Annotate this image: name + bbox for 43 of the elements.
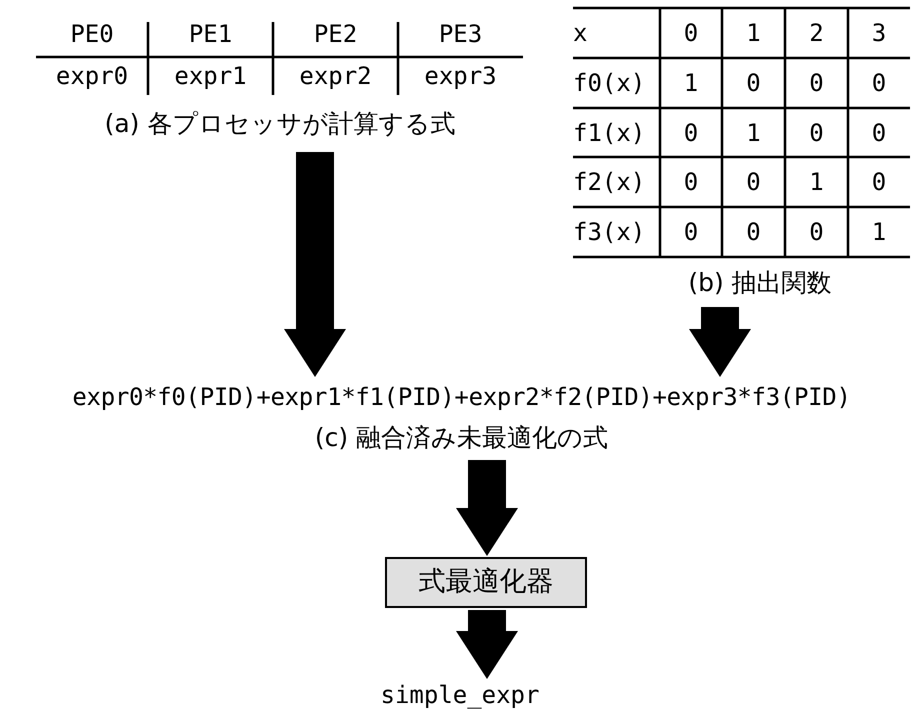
table-value: expr1 bbox=[173, 62, 248, 90]
table-value: 0 bbox=[808, 218, 825, 246]
table-value: 0 bbox=[745, 218, 762, 246]
table-value: 1 bbox=[870, 218, 888, 246]
table-value: 0 bbox=[808, 69, 825, 97]
node-label: (a) 各プロセッサが計算する式 bbox=[104, 108, 456, 140]
header-text: 1 bbox=[745, 19, 762, 47]
table-value: 1 bbox=[745, 119, 762, 147]
header-text: f2(x) bbox=[573, 168, 646, 196]
arrow bbox=[456, 460, 518, 556]
table-value: expr2 bbox=[298, 62, 373, 90]
output-label: simple_expr bbox=[380, 680, 540, 710]
table-value: 0 bbox=[870, 69, 888, 97]
header-text: PE3 bbox=[438, 20, 484, 48]
table-value: expr3 bbox=[423, 62, 498, 90]
table-value: 0 bbox=[870, 168, 888, 196]
header-text: 2 bbox=[808, 19, 825, 47]
table-value: expr0 bbox=[54, 62, 130, 90]
header-text: 3 bbox=[870, 19, 888, 47]
process-box: 式最適化器 bbox=[385, 557, 587, 608]
arrow bbox=[689, 307, 751, 377]
table-value: 0 bbox=[682, 218, 700, 246]
table-value: 0 bbox=[745, 69, 762, 97]
table-value: 0 bbox=[745, 168, 762, 196]
node-label: (c) 融合済み未最適化の式 bbox=[314, 422, 610, 454]
table-value: 0 bbox=[870, 119, 888, 147]
arrow bbox=[456, 610, 518, 679]
table-value: 1 bbox=[808, 168, 825, 196]
table-value: 0 bbox=[682, 168, 700, 196]
header-text: 0 bbox=[682, 19, 700, 47]
header-text: x bbox=[573, 19, 588, 47]
table-value: 0 bbox=[808, 119, 825, 147]
header-text: PE2 bbox=[312, 20, 358, 48]
formula-text: expr0*f0(PID)+expr1*f1(PID)+expr2*f2(PID)+expr3*f3(PID) bbox=[71, 382, 852, 412]
arrow bbox=[284, 152, 346, 377]
header-text: f0(x) bbox=[573, 69, 646, 97]
header-text: f1(x) bbox=[573, 119, 646, 147]
header-text: PE0 bbox=[69, 20, 115, 48]
header-text: f3(x) bbox=[573, 218, 646, 246]
table-value: 0 bbox=[682, 119, 700, 147]
node-label: (b) 抽出関数 bbox=[687, 267, 833, 299]
header-text: PE1 bbox=[188, 20, 234, 48]
table-value: 1 bbox=[682, 69, 700, 97]
